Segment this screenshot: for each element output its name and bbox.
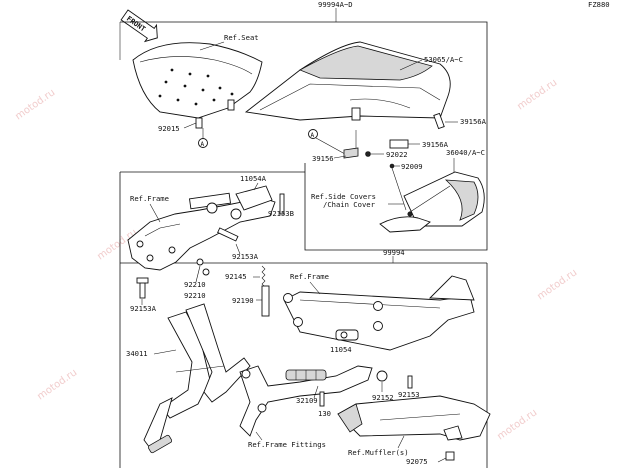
stand-fasteners: 92153A 92145 92190 92210 92210 92153A	[130, 227, 270, 317]
bracket-11054a: 11054A 92153B	[235, 174, 294, 218]
watermark-text: motod.ru	[495, 407, 539, 442]
bolt-92015: 92015 A	[158, 117, 208, 148]
label-ref-chain-cover: /Chain Cover	[323, 200, 376, 209]
muffler: Ref.Muffler(s) 92075	[337, 395, 491, 466]
label-92190: 92190	[232, 296, 254, 305]
label-11054a: 11054A	[240, 174, 267, 183]
label-130: 130	[318, 409, 331, 418]
footpeg-bracket: 32109 130 92152 92153 Ref.Frame Fittings	[239, 365, 420, 449]
lower-box: 99994	[119, 171, 488, 468]
circle-ref-a-2: A	[311, 132, 315, 139]
label-92153: 92153	[398, 390, 420, 399]
label-99994: 99994	[383, 248, 405, 257]
frame-right: Ref.Frame	[283, 272, 475, 351]
label-92153b: 92153B	[268, 209, 294, 218]
label-ref-frame-left: Ref.Frame	[130, 194, 169, 203]
label-92022: 92022	[386, 150, 408, 159]
side-parts: 39156A 92022 36040/A~C 92009	[365, 139, 485, 211]
label-92210-b: 92210	[184, 291, 206, 300]
label-11054: 11054	[330, 345, 352, 354]
label-32109: 32109	[296, 396, 318, 405]
watermark-text: motod.ru	[515, 77, 559, 112]
label-92153a-right: 92153A	[232, 252, 259, 261]
figure-code: FZ880	[588, 0, 610, 9]
upper-box: 99994A~D	[119, 0, 488, 251]
label-ref-frame-right: Ref.Frame	[290, 272, 329, 281]
bracket-11054: 11054	[330, 329, 359, 354]
label-92015: 92015	[158, 124, 180, 133]
label-99994a-d: 99994A~D	[318, 0, 353, 9]
seat-cowl-53065: 53065/A~C	[244, 41, 463, 121]
label-ref-frame-fittings: Ref.Frame Fittings	[248, 440, 326, 449]
label-53065: 53065/A~C	[424, 55, 463, 64]
label-92075: 92075	[406, 457, 428, 466]
label-34011: 34011	[126, 349, 148, 358]
label-92152: 92152	[372, 393, 394, 402]
watermark-text: motod.ru	[35, 367, 79, 402]
front-arrow: FRONT	[120, 9, 158, 43]
label-39156a-lower: 39156A	[422, 140, 449, 149]
cowl-fasteners: 39156A A 39156	[308, 107, 487, 163]
side-cover-36040: Ref.Side Covers /Chain Cover	[311, 171, 485, 233]
label-92153a-left: 92153A	[130, 304, 157, 313]
label-92210-a: 92210	[184, 280, 206, 289]
label-ref-mufflers: Ref.Muffler(s)	[348, 448, 409, 457]
watermark-text: motod.ru	[13, 87, 57, 122]
label-92145: 92145	[225, 272, 247, 281]
label-92009: 92009	[401, 162, 423, 171]
label-39156a-upper: 39156A	[460, 117, 487, 126]
label-ref-seat: Ref.Seat	[224, 33, 259, 42]
center-stand-34011: 34011	[126, 303, 251, 454]
rider-seat: Ref.Seat	[132, 33, 263, 119]
stand-bracket: Ref.Frame	[127, 192, 276, 271]
label-ref-side-covers: Ref.Side Covers	[311, 192, 376, 201]
label-36040: 36040/A~C	[446, 148, 485, 157]
watermark-text: motod.ru	[535, 267, 579, 302]
circle-ref-a: A	[201, 141, 205, 148]
label-39156: 39156	[312, 154, 334, 163]
